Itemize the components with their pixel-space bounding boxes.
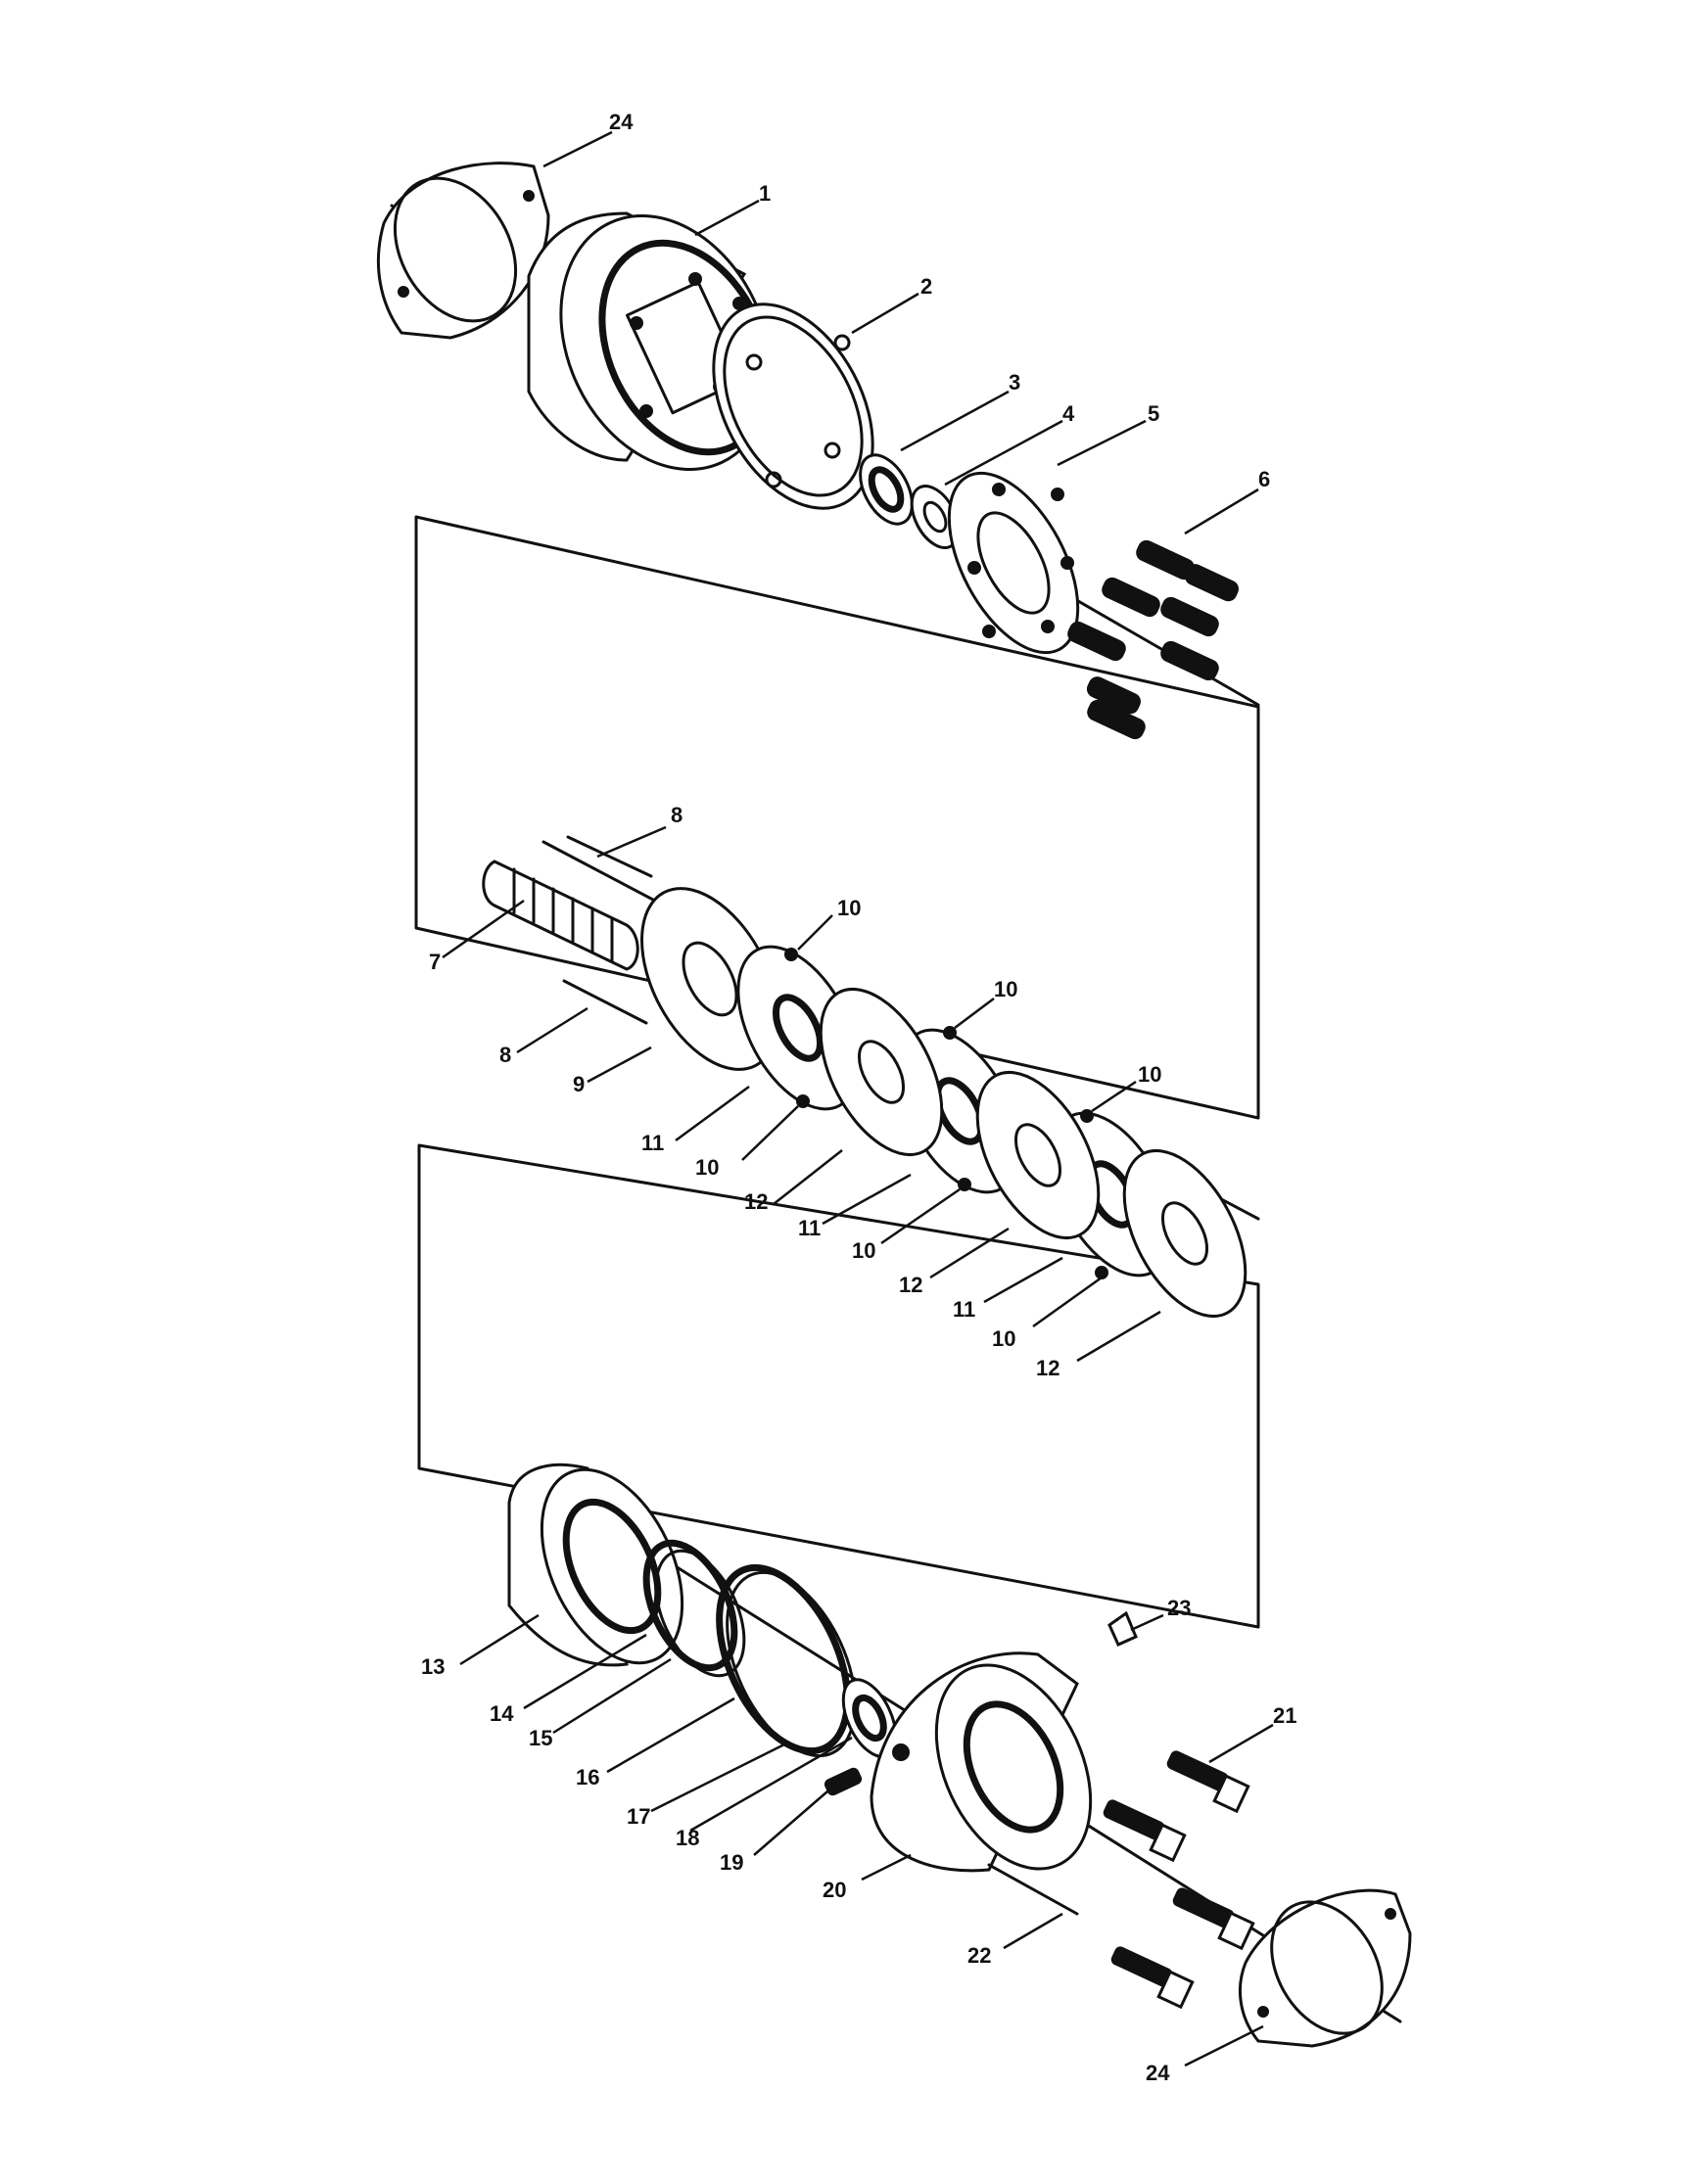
callout-14: 14 (490, 1701, 514, 1726)
part-13-piston-housing (507, 1463, 684, 1667)
callout-24-bottom: 24 (1146, 2061, 1170, 2085)
part-10-pins (784, 948, 1108, 1279)
part-6-springs (1067, 539, 1239, 740)
part-4-washer (910, 485, 961, 549)
callout-11-a: 11 (641, 1131, 664, 1155)
callout-6: 6 (1258, 467, 1270, 491)
part-11-friction-discs (736, 945, 1173, 1278)
callout-24-top: 24 (609, 110, 634, 134)
callout-16: 16 (576, 1765, 599, 1789)
callout-19: 19 (720, 1850, 743, 1875)
upper-group-outline (414, 515, 1260, 1120)
callout-5: 5 (1148, 401, 1159, 426)
callout-12-c: 12 (1036, 1356, 1059, 1380)
parts-14-to-18-rings (642, 1539, 898, 1758)
callout-11-b: 11 (798, 1216, 821, 1240)
callout-4: 4 (1062, 401, 1075, 426)
callout-22: 22 (967, 1943, 991, 1968)
callout-10-e: 10 (852, 1238, 875, 1263)
callout-10-d: 10 (695, 1155, 719, 1180)
part-3-bearing (859, 453, 914, 526)
callout-23: 23 (1167, 1596, 1191, 1620)
lower-group-outline (417, 1143, 1260, 1629)
callout-15: 15 (529, 1726, 552, 1750)
callout-8-upper: 8 (671, 803, 683, 827)
part-23-plug (1107, 1610, 1138, 1647)
leader-lines (442, 130, 1274, 2068)
part-7-splined-shaft (482, 860, 639, 971)
callout-13: 13 (421, 1654, 445, 1679)
part-2-gasket (712, 302, 874, 510)
callouts: 24 1 2 3 4 5 6 8 7 8 9 10 10 10 11 10 12… (421, 110, 1296, 2085)
callout-12-b: 12 (899, 1273, 922, 1297)
callout-8-lower: 8 (499, 1043, 511, 1067)
callout-7: 7 (429, 950, 441, 974)
callout-9: 9 (573, 1072, 585, 1096)
callout-3: 3 (1009, 370, 1020, 395)
callout-18: 18 (676, 1826, 699, 1850)
part-20-end-housing (870, 1651, 1093, 1873)
callout-17: 17 (627, 1804, 650, 1829)
callout-1: 1 (759, 181, 771, 206)
callout-10-c: 10 (1138, 1062, 1161, 1087)
part-12-separator-plates (819, 987, 1248, 1319)
part-24-bottom-gasket (1238, 1888, 1412, 2048)
part-22-pin (987, 1863, 1079, 1916)
part-21-bolts (1103, 1750, 1255, 2010)
callout-2: 2 (920, 274, 932, 299)
callout-10-a: 10 (837, 896, 861, 920)
callout-12-a: 12 (744, 1189, 768, 1214)
part-8-pins (562, 835, 653, 1025)
callout-10-f: 10 (992, 1326, 1015, 1351)
part-24-top-gasket (376, 162, 550, 340)
callout-11-c: 11 (953, 1297, 975, 1322)
part-19-fitting (824, 1767, 863, 1796)
callout-10-b: 10 (994, 977, 1017, 1001)
callout-21: 21 (1273, 1703, 1296, 1728)
callout-20: 20 (823, 1878, 846, 1902)
part-5-spring-plate (947, 471, 1080, 655)
